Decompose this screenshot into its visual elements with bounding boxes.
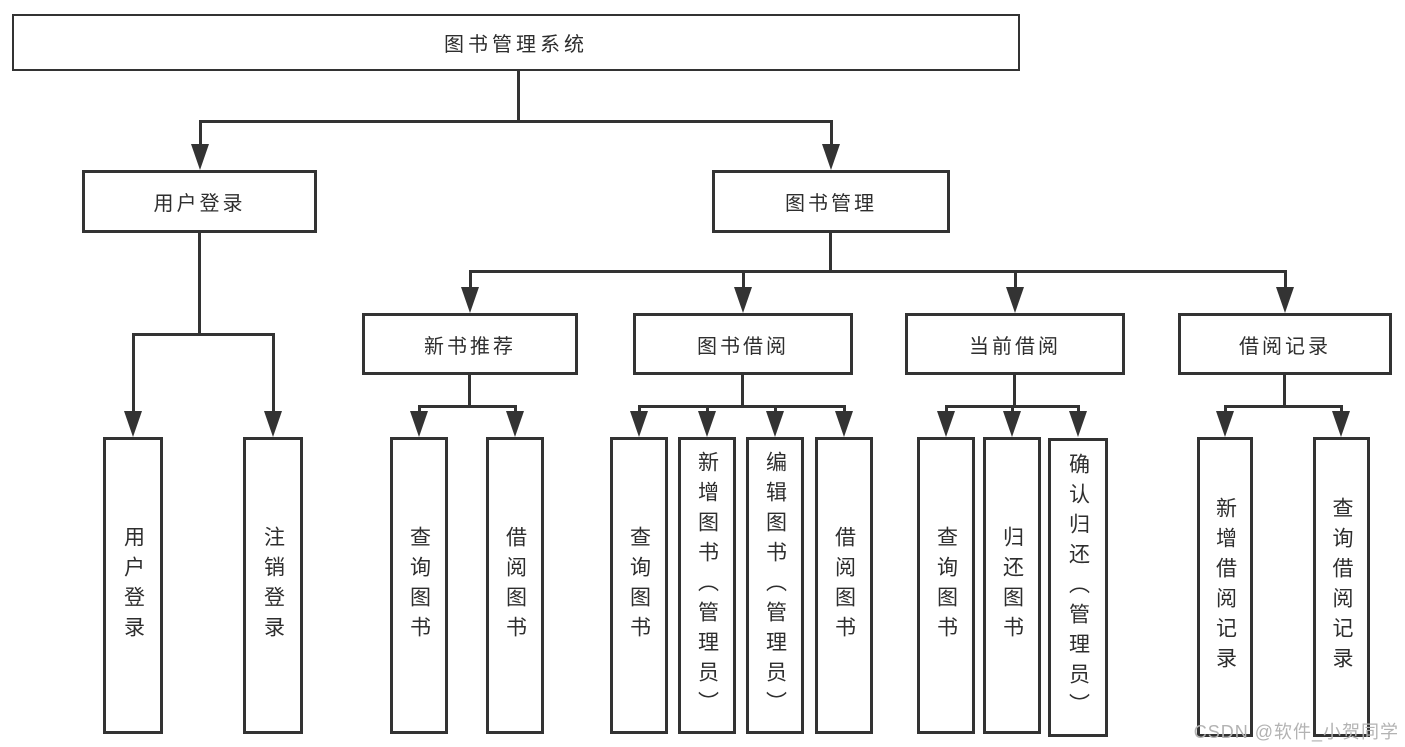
node-book-borrowing: 图书借阅: [633, 313, 853, 375]
node-current-borrowing: 当前借阅: [905, 313, 1125, 375]
node-borrowing-records: 借阅记录: [1178, 313, 1392, 375]
arrowhead-down-icon: [734, 287, 752, 313]
connector-vline: [468, 375, 471, 408]
leaf-user-login: 用户登录: [103, 437, 163, 734]
connector-vline: [198, 233, 201, 336]
leaf-query-books-recommend: 查询图书: [390, 437, 448, 734]
arrowhead-down-icon: [766, 411, 784, 437]
arrowhead-down-icon: [264, 411, 282, 437]
connector-hline: [638, 405, 846, 408]
connector-hline: [469, 270, 1287, 273]
connector-vline: [1014, 270, 1017, 292]
leaf-borrow-books-recommend: 借阅图书: [486, 437, 544, 734]
connector-vline: [469, 270, 472, 292]
arrowhead-down-icon: [822, 144, 840, 170]
leaf-query-books-current: 查询图书: [917, 437, 975, 734]
arrowhead-down-icon: [461, 287, 479, 313]
connector-vline: [741, 375, 744, 408]
connector-hline: [199, 120, 833, 123]
node-user-login: 用户登录: [82, 170, 317, 233]
leaf-confirm-return-admin: 确认归还（管理员）: [1048, 438, 1108, 737]
arrowhead-down-icon: [410, 411, 428, 437]
node-book-management: 图书管理: [712, 170, 950, 233]
arrowhead-down-icon: [1006, 287, 1024, 313]
connector-vline: [517, 70, 520, 122]
connector-vline: [1284, 270, 1287, 292]
connector-hline: [1224, 405, 1343, 408]
connector-hline: [132, 333, 275, 336]
arrowhead-down-icon: [506, 411, 524, 437]
arrowhead-down-icon: [698, 411, 716, 437]
connector-hline: [418, 405, 517, 408]
node-new-book-recommend: 新书推荐: [362, 313, 578, 375]
arrowhead-down-icon: [630, 411, 648, 437]
connector-vline: [742, 270, 745, 292]
arrowhead-down-icon: [1216, 411, 1234, 437]
leaf-query-books-borrowing: 查询图书: [610, 437, 668, 734]
arrowhead-down-icon: [1276, 287, 1294, 313]
arrowhead-down-icon: [1003, 411, 1021, 437]
connector-vline: [830, 120, 833, 150]
arrowhead-down-icon: [937, 411, 955, 437]
arrowhead-down-icon: [124, 411, 142, 437]
connector-vline: [132, 333, 135, 415]
connector-vline: [829, 233, 832, 273]
csdn-watermark: CSDN @软件_小贺同学: [1193, 722, 1399, 742]
arrowhead-down-icon: [835, 411, 853, 437]
arrowhead-down-icon: [191, 144, 209, 170]
leaf-add-borrow-record: 新增借阅记录: [1197, 437, 1253, 737]
leaf-borrow-books: 借阅图书: [815, 437, 873, 734]
leaf-logout: 注销登录: [243, 437, 303, 734]
connector-vline: [272, 333, 275, 415]
connector-vline: [1283, 375, 1286, 408]
node-root-library-management-system: 图书管理系统: [12, 14, 1020, 71]
leaf-add-books-admin: 新增图书（管理员）: [678, 437, 736, 734]
leaf-query-borrow-record: 查询借阅记录: [1313, 437, 1370, 737]
leaf-return-books: 归还图书: [983, 437, 1041, 734]
connector-vline: [1013, 375, 1016, 408]
connector-vline: [199, 120, 202, 150]
arrowhead-down-icon: [1069, 411, 1087, 437]
arrowhead-down-icon: [1332, 411, 1350, 437]
leaf-edit-books-admin: 编辑图书（管理员）: [746, 437, 804, 734]
